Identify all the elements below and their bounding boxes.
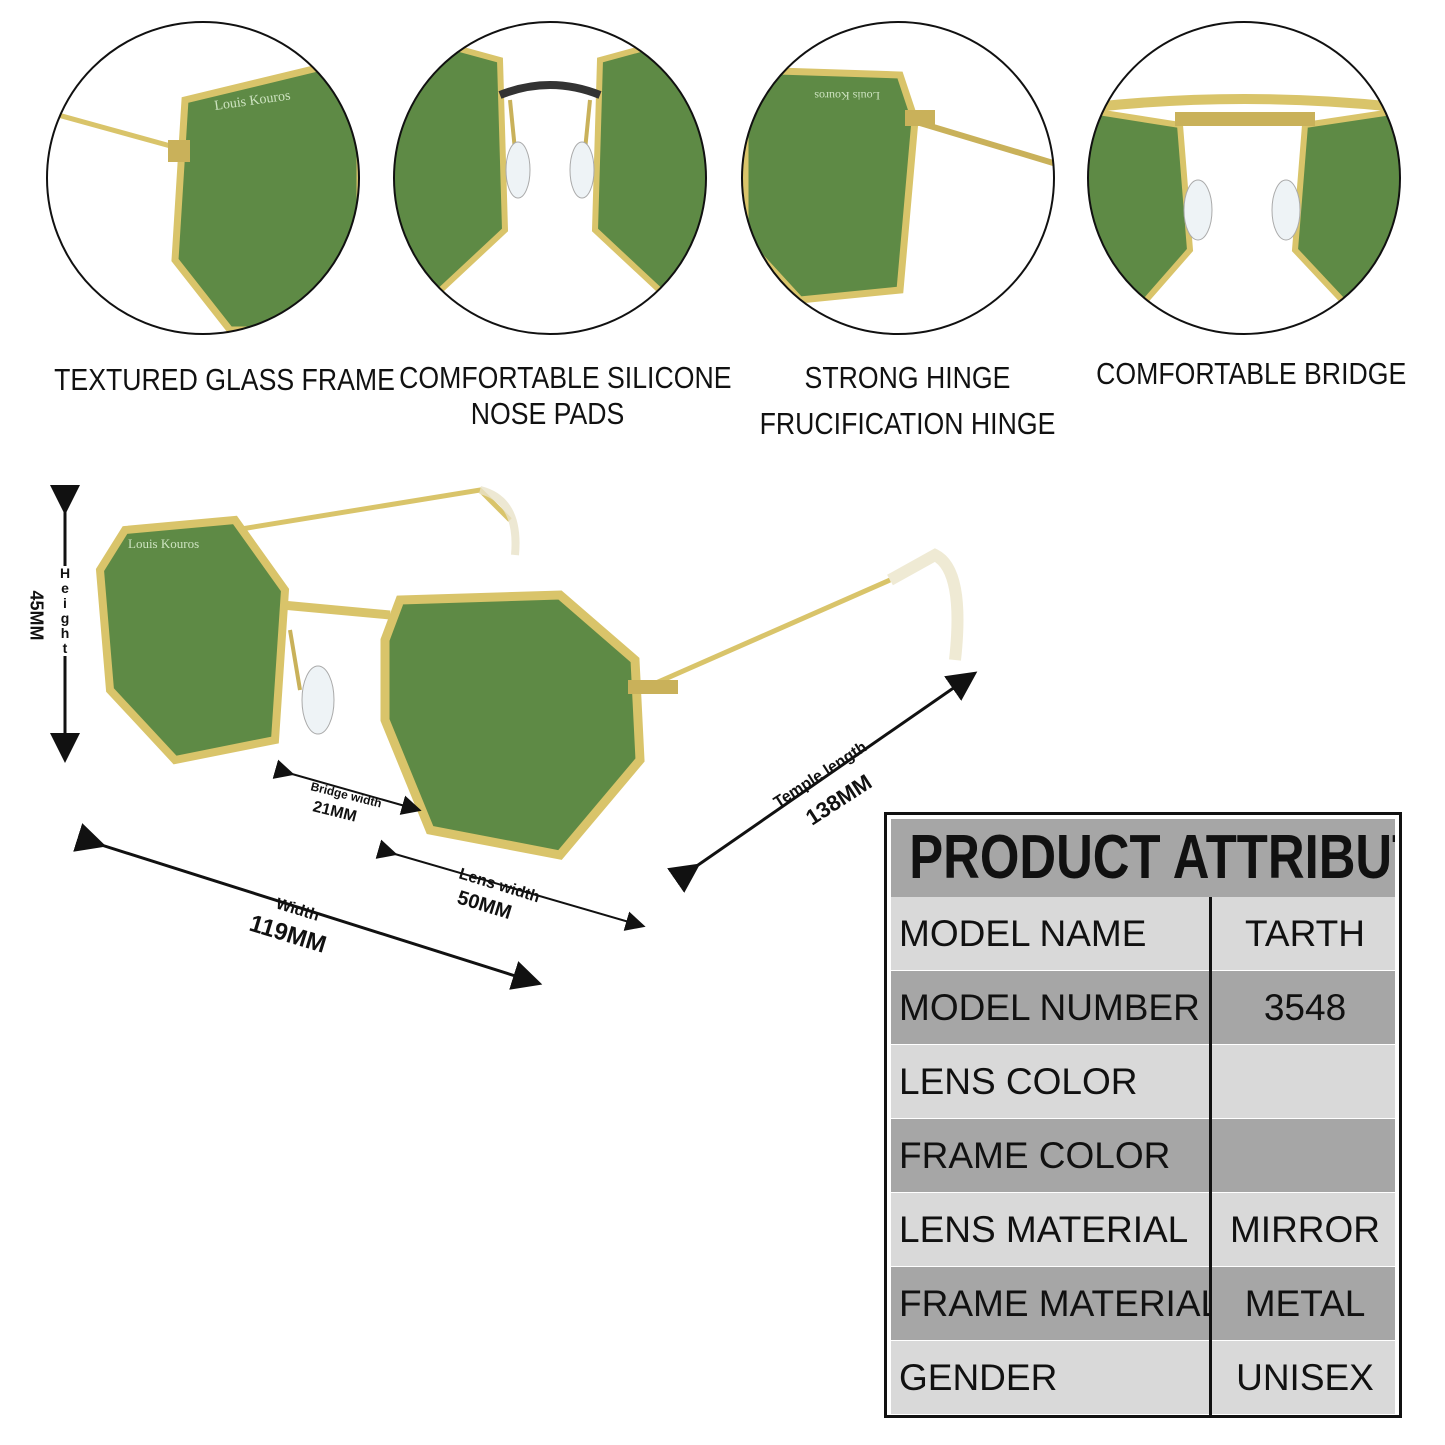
- table-column-divider: [1209, 897, 1212, 1417]
- height-label-text: Height: [60, 565, 71, 656]
- caption-line: STRONG HINGE: [804, 360, 1011, 395]
- attr-row-model-number: MODEL NUMBER 3548: [891, 971, 1395, 1044]
- caption-line: TEXTURED GLASS FRAME: [54, 362, 395, 397]
- height-value-text: 45MM: [26, 590, 47, 641]
- detail-circles: Louis Kouros Louis Kouros: [46, 21, 1401, 335]
- caption-line: NOSE PADS: [470, 396, 625, 431]
- attr-value: TARTH: [1245, 913, 1365, 954]
- height-label: Height: [58, 566, 72, 656]
- brand-mark-main: Louis Kouros: [128, 536, 199, 551]
- attr-value: MIRROR: [1229, 1209, 1381, 1250]
- attr-row-lens-material: LENS MATERIAL MIRROR: [891, 1193, 1395, 1266]
- caption-line: FRUCIFICATION HINGE: [759, 406, 1056, 441]
- lens-width-dimension: Lens width 50MM: [375, 839, 646, 931]
- attr-key: GENDER: [899, 1357, 1058, 1398]
- bridge-width-dimension: Bridge width 21MM: [272, 759, 422, 826]
- attr-key: LENS MATERIAL: [899, 1209, 1189, 1250]
- attr-value: METAL: [1244, 1283, 1366, 1324]
- caption-textured-frame: TEXTURED GLASS FRAME: [54, 362, 395, 398]
- caption-line: COMFORTABLE BRIDGE: [1096, 356, 1407, 391]
- attr-row-gender: GENDER UNISEX: [891, 1341, 1395, 1414]
- detail-hinge: Louis Kouros: [742, 22, 1054, 334]
- attr-row-frame-color: FRAME COLOR: [891, 1119, 1395, 1192]
- attr-row-frame-material: FRAME MATERIAL METAL: [891, 1267, 1395, 1340]
- attr-key: FRAME COLOR: [899, 1135, 1171, 1176]
- height-value: 45MM: [26, 591, 47, 651]
- attributes-title: PRODUCT ATTRIBUTES: [891, 819, 1395, 897]
- attr-value: UNISEX: [1236, 1357, 1374, 1398]
- product-attributes-table: PRODUCT ATTRIBUTES MODEL NAME TARTH MODE…: [884, 812, 1402, 1418]
- attr-value: [1215, 1045, 1395, 1118]
- attr-row-lens-color: LENS COLOR: [891, 1045, 1395, 1118]
- detail-nose-pads: [394, 22, 706, 334]
- caption-bridge: COMFORTABLE BRIDGE: [1096, 356, 1407, 392]
- attr-value: [1215, 1119, 1395, 1192]
- attributes-title-text: PRODUCT ATTRIBUTES: [909, 823, 1395, 892]
- detail-textured-frame: Louis Kouros: [47, 22, 359, 334]
- caption-line: COMFORTABLE SILICONE: [399, 360, 732, 395]
- caption-nose-pads: COMFORTABLE SILICONE NOSE PADS: [399, 360, 732, 432]
- product-diagram: Louis Kouros Bridge width 21MM Width 119…: [50, 485, 978, 990]
- caption-hinge: STRONG HINGE FRUCIFICATION HINGE: [759, 355, 1056, 447]
- attr-key: MODEL NAME: [899, 913, 1147, 954]
- attr-value: 3548: [1263, 987, 1347, 1028]
- attr-key: MODEL NUMBER: [899, 987, 1200, 1028]
- brand-mark-3: Louis Kouros: [814, 89, 880, 103]
- attr-row-model-name: MODEL NAME TARTH: [891, 897, 1395, 970]
- attr-key: LENS COLOR: [899, 1061, 1138, 1102]
- width-dimension: Width 119MM: [73, 823, 543, 990]
- sunglasses-image: Louis Kouros: [95, 486, 964, 860]
- attr-key: FRAME MATERIAL: [899, 1283, 1209, 1324]
